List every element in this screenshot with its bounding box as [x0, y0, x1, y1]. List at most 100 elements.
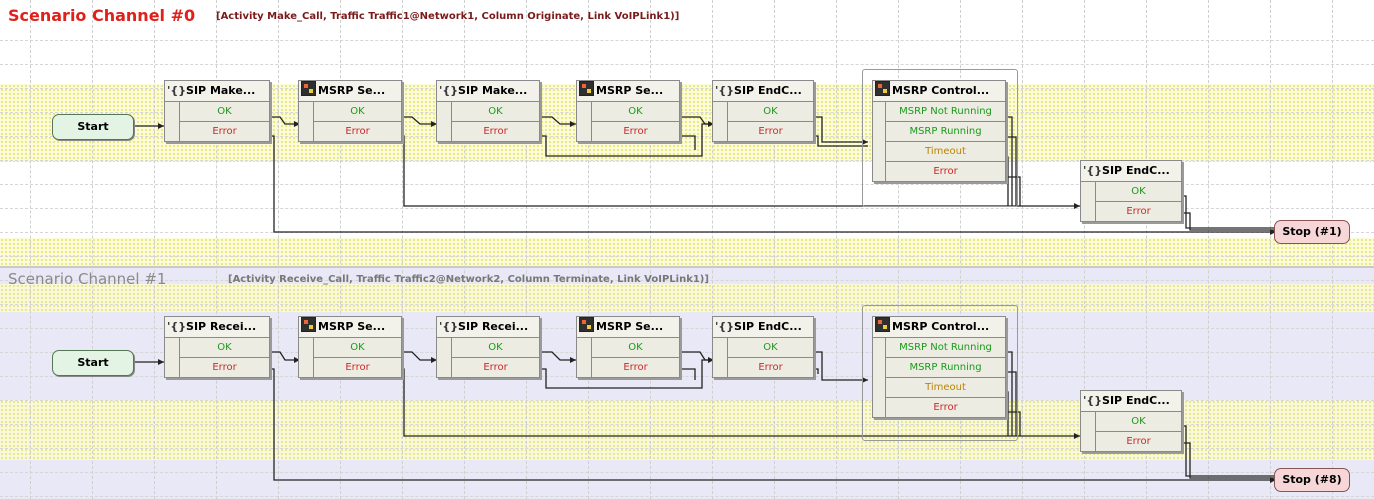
- control-node[interactable]: MSRP Control... MSRP Not Running MSRP Ru…: [872, 80, 1006, 182]
- channel-0-subtitle: [Activity Make_Call, Traffic Traffic1@Ne…: [216, 11, 680, 22]
- control-node[interactable]: MSRP Control... MSRP Not Running MSRP Ru…: [872, 316, 1006, 418]
- separator-band: [0, 238, 1374, 266]
- output-ok[interactable]: OK: [1131, 416, 1146, 427]
- grid-line: [464, 0, 465, 499]
- grid-line: [526, 0, 527, 499]
- msrp-icon: [875, 81, 890, 96]
- output-msrp-running[interactable]: MSRP Running: [886, 121, 1005, 141]
- output-msrp-not-running[interactable]: MSRP Not Running: [899, 342, 992, 353]
- output-error[interactable]: Error: [452, 357, 539, 377]
- grid-line: [1270, 0, 1271, 499]
- msrp-icon: [301, 81, 316, 96]
- grid-line: [0, 400, 1374, 401]
- msrp-icon: [301, 317, 316, 332]
- output-error[interactable]: Error: [1096, 201, 1181, 221]
- output-ok[interactable]: OK: [628, 106, 643, 117]
- grid-line: [0, 160, 1374, 161]
- channel-0-title: Scenario Channel #0: [8, 6, 196, 25]
- output-timeout[interactable]: Timeout: [886, 377, 1005, 397]
- output-ok[interactable]: OK: [628, 342, 643, 353]
- grid-line: [960, 0, 961, 499]
- node-title: MSRP Se...: [318, 84, 386, 97]
- sip-braces-icon: '{}: [167, 84, 187, 97]
- output-ok[interactable]: OK: [763, 342, 778, 353]
- output-ok[interactable]: OK: [350, 342, 365, 353]
- grid-line: [712, 0, 713, 499]
- grid-line: [0, 376, 1374, 377]
- action-node[interactable]: MSRP Se... OK Error: [576, 316, 680, 378]
- grid-line: [1146, 0, 1147, 499]
- grid-line: [898, 0, 899, 499]
- grid-line: [1084, 0, 1085, 499]
- msrp-icon: [579, 81, 594, 96]
- output-error[interactable]: Error: [180, 357, 269, 377]
- output-error[interactable]: Error: [728, 121, 813, 141]
- grid-line: [0, 208, 1374, 209]
- output-error[interactable]: Error: [886, 161, 1005, 181]
- grid-line: [0, 496, 1374, 497]
- sip-braces-icon: '{}: [1083, 394, 1103, 407]
- output-error[interactable]: Error: [452, 121, 539, 141]
- output-error[interactable]: Error: [1096, 431, 1181, 451]
- grid-line: [1022, 0, 1023, 499]
- grid-line: [588, 0, 589, 499]
- node-title: SIP EndC...: [1102, 164, 1170, 177]
- output-error[interactable]: Error: [592, 121, 679, 141]
- start-node[interactable]: Start: [52, 114, 134, 140]
- output-ok[interactable]: OK: [1131, 186, 1146, 197]
- grid-line: [836, 0, 837, 499]
- output-error[interactable]: Error: [314, 357, 401, 377]
- grid-line: [1332, 0, 1333, 499]
- node-title: SIP EndC...: [734, 320, 802, 333]
- grid-line: [0, 424, 1374, 425]
- start-node[interactable]: Start: [52, 350, 134, 376]
- output-ok[interactable]: OK: [217, 342, 232, 353]
- output-ok[interactable]: OK: [350, 106, 365, 117]
- sip-braces-icon: '{}: [1083, 164, 1103, 177]
- action-node[interactable]: MSRP Se... OK Error: [298, 80, 402, 142]
- grid-line: [0, 88, 1374, 89]
- output-ok[interactable]: OK: [488, 106, 503, 117]
- node-title: MSRP Se...: [596, 320, 664, 333]
- grid-line: [0, 256, 1374, 257]
- output-ok[interactable]: OK: [217, 106, 232, 117]
- stop-node[interactable]: Stop (#8): [1274, 468, 1350, 492]
- node-title: SIP Recei...: [186, 320, 257, 333]
- msrp-icon: [579, 317, 594, 332]
- output-ok[interactable]: OK: [488, 342, 503, 353]
- output-msrp-running[interactable]: MSRP Running: [886, 357, 1005, 377]
- grid-line: [92, 0, 93, 499]
- node-title: MSRP Control...: [892, 320, 990, 333]
- output-error[interactable]: Error: [592, 357, 679, 377]
- node-frame: [862, 69, 1018, 207]
- output-error[interactable]: Error: [728, 357, 813, 377]
- action-node[interactable]: '{}SIP EndC... OK Error: [1080, 160, 1182, 222]
- output-ok[interactable]: OK: [763, 106, 778, 117]
- grid-line: [0, 40, 1374, 41]
- output-error[interactable]: Error: [180, 121, 269, 141]
- grid-line: [216, 0, 217, 499]
- node-title: MSRP Control...: [892, 84, 990, 97]
- output-msrp-not-running[interactable]: MSRP Not Running: [899, 106, 992, 117]
- output-error[interactable]: Error: [314, 121, 401, 141]
- stop-node[interactable]: Stop (#1): [1274, 220, 1350, 244]
- node-title: SIP Make...: [458, 84, 528, 97]
- grid-line: [1208, 0, 1209, 499]
- channel-divider: [0, 266, 1374, 268]
- node-frame: [862, 305, 1018, 441]
- channel-1-band-top: [0, 284, 1374, 312]
- output-error[interactable]: Error: [886, 397, 1005, 417]
- output-timeout[interactable]: Timeout: [886, 141, 1005, 161]
- grid-line: [0, 112, 1374, 113]
- grid-line: [402, 0, 403, 499]
